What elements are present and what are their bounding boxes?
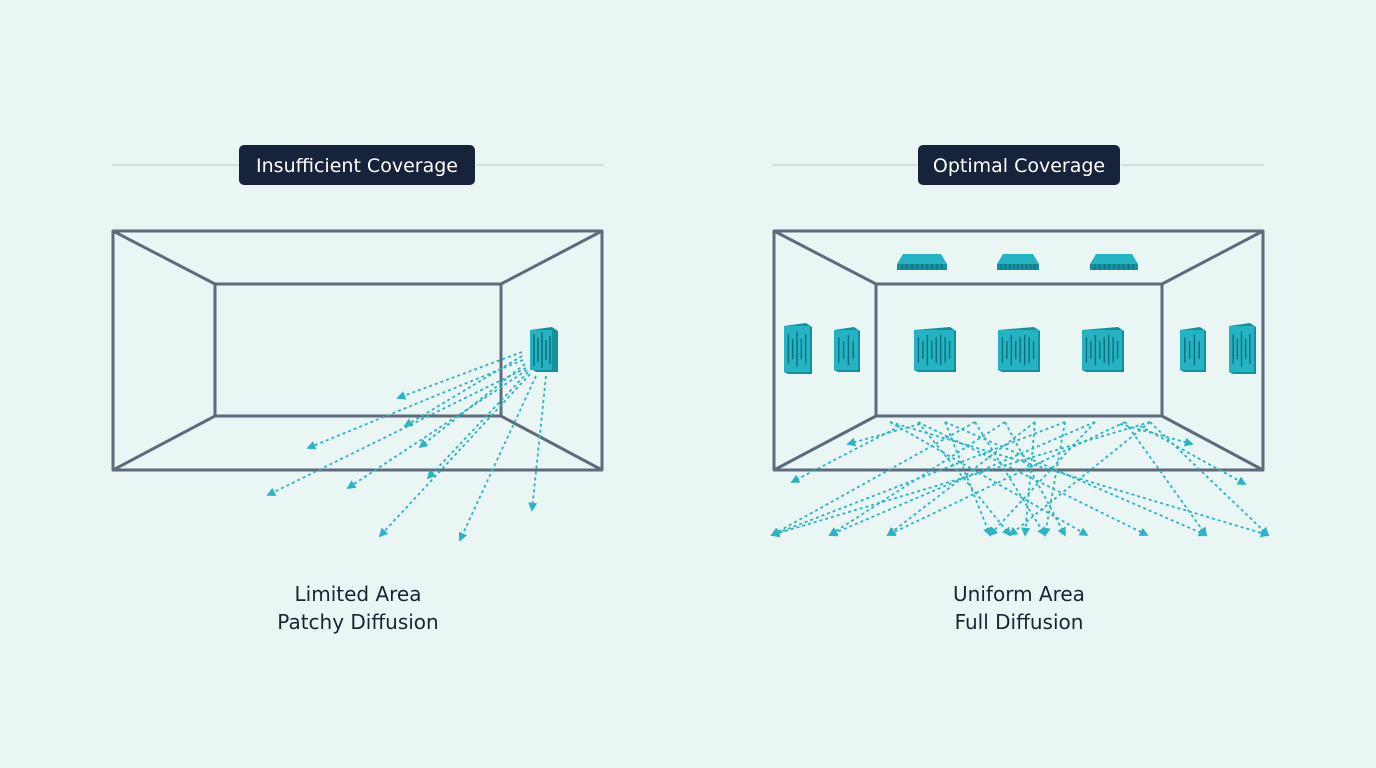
- diffusion-ray: [846, 423, 921, 447]
- diffusion-ray: [770, 421, 1066, 537]
- diffusion-ray: [828, 421, 1096, 537]
- diffusion-ray: [528, 375, 547, 512]
- caption-line-2: Patchy Diffusion: [277, 610, 438, 634]
- diffusion-ray: [1021, 421, 1036, 537]
- caption-line-2: Full Diffusion: [955, 610, 1084, 634]
- diffusion-ray: [974, 421, 1046, 537]
- diffusion-ray: [266, 367, 527, 496]
- diffusion-ray: [988, 421, 1096, 537]
- title-badge: [918, 145, 1120, 185]
- diffuser-panel: [1180, 327, 1206, 372]
- diffuser-panel: [1090, 254, 1138, 270]
- room-outline: [772, 229, 1265, 472]
- diffusion-ray: [403, 355, 523, 427]
- caption-line-1: Uniform Area: [953, 582, 1085, 606]
- diffusion-ray: [306, 359, 524, 450]
- diffusion-ray: [944, 421, 992, 537]
- diffuser-panels: [784, 254, 1256, 374]
- diffusion-ray: [1124, 421, 1208, 537]
- panel-insufficient: Insufficient Coverage Limited Area Patch…: [111, 145, 604, 634]
- diffusion-ray: [1139, 425, 1247, 485]
- caption-line-1: Limited Area: [295, 582, 422, 606]
- title-badge: [239, 145, 475, 185]
- diffusion-ray: [396, 351, 523, 400]
- diffusion-ray: [458, 375, 537, 542]
- diffusion-ray: [889, 421, 1089, 536]
- diffuser-panel: [997, 254, 1039, 270]
- diffusion-ray: [886, 421, 1126, 536]
- diffuser-panel: [530, 327, 558, 372]
- diffuser-panel: [1082, 327, 1124, 372]
- diffuser-panel: [834, 327, 860, 372]
- diffusion-ray: [917, 421, 1149, 536]
- diffuser-panel: [897, 254, 947, 270]
- diffusion-rays: [770, 421, 1270, 538]
- diffusion-ray: [1119, 423, 1194, 447]
- diffusion-rays: [266, 351, 547, 542]
- diffusion-ray: [378, 373, 531, 538]
- panel-optimal: Optimal Coverage Uniform Area Full Diffu…: [770, 145, 1270, 634]
- panel-title: Insufficient Coverage: [256, 155, 458, 177]
- diffuser-panel: [914, 327, 956, 372]
- diffuser-panel: [1229, 323, 1256, 374]
- diffusion-ray: [426, 371, 529, 480]
- panel-title: Optimal Coverage: [933, 155, 1105, 177]
- diffuser-panel: [998, 327, 1040, 372]
- diffuser-panel: [784, 323, 812, 374]
- diffusion-ray: [1041, 421, 1066, 537]
- diffusion-ray: [790, 425, 901, 483]
- diffusion-ray: [770, 421, 976, 536]
- room-outline: [111, 229, 604, 472]
- diffusion-ray: [418, 363, 526, 449]
